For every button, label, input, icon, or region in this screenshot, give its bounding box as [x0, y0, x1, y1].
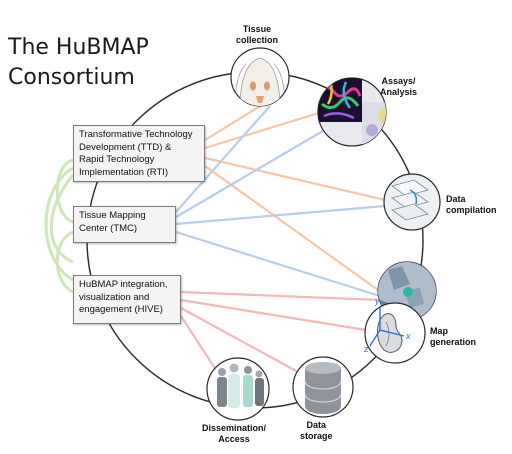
tmc-box: Tissue Mapping Center (TMC)	[73, 206, 176, 243]
hive-line-1: HuBMAP integration,	[79, 279, 168, 290]
ttd-links	[204, 104, 386, 291]
people-group-icon	[206, 357, 270, 421]
label-tissue-collection: Tissue collection	[236, 24, 278, 46]
label-dissemination-access: Dissemination/ Access	[202, 423, 266, 445]
label-data-storage: Data storage	[300, 420, 333, 442]
tissue-collection-line-1: Tissue	[242, 24, 272, 34]
axis-x-label: x	[405, 331, 411, 341]
stacked-slides-icon	[383, 173, 441, 231]
assays-line-1: Assays/	[381, 76, 416, 86]
axis-arrows-icon	[369, 306, 405, 347]
title-line-2: Consortium	[8, 65, 135, 90]
ttd-rti-box: Transformative Technology Development (T…	[73, 125, 205, 182]
axis-z-label: z	[363, 344, 369, 354]
tmc-links	[175, 105, 386, 298]
assays-line-2: Analysis	[380, 87, 418, 97]
data-compilation-line-1: Data	[446, 194, 466, 204]
axis-y-label: y	[374, 296, 380, 306]
data-compilation-line-2: compilation	[446, 205, 497, 215]
map-generation-line-1: Map	[430, 326, 448, 336]
data-storage-line-2: storage	[300, 431, 333, 441]
center-connectors	[44, 158, 75, 294]
map-generation-line-2: generation	[430, 337, 477, 347]
diagram-title: The HuBMAP Consortium	[8, 33, 149, 93]
label-data-compilation: Data compilation	[446, 194, 497, 216]
human-torso-icon	[230, 47, 290, 107]
ttd-line-1: Transformative Technology	[79, 129, 193, 140]
label-map-generation: Map generation	[430, 326, 476, 348]
title-line-1: The HuBMAP	[8, 35, 149, 60]
dissemination-line-2: Access	[218, 434, 250, 444]
hive-links	[180, 290, 381, 373]
ttd-line-2: Development (TTD) &	[79, 141, 172, 153]
tmc-line-1: Tissue Mapping	[79, 210, 146, 221]
hive-line-2: visualization and	[79, 291, 150, 303]
tmc-line-2: Center (TMC)	[79, 222, 138, 234]
data-storage-line-1: Data	[306, 420, 327, 430]
ttd-line-3: Rapid Technology	[79, 154, 155, 165]
label-assays-analysis: Assays/ Analysis	[380, 76, 417, 98]
ttd-line-4: Implementation (RTI)	[79, 166, 169, 178]
database-cylinder-icon	[292, 356, 354, 418]
dissemination-line-1: Dissemination/	[202, 423, 267, 433]
hive-line-3: engagement (HIVE)	[79, 304, 163, 315]
tissue-collection-line-2: collection	[236, 35, 279, 45]
hive-box: HuBMAP integration, visualization and en…	[73, 275, 181, 324]
organ-3d-map-icon	[364, 302, 426, 364]
